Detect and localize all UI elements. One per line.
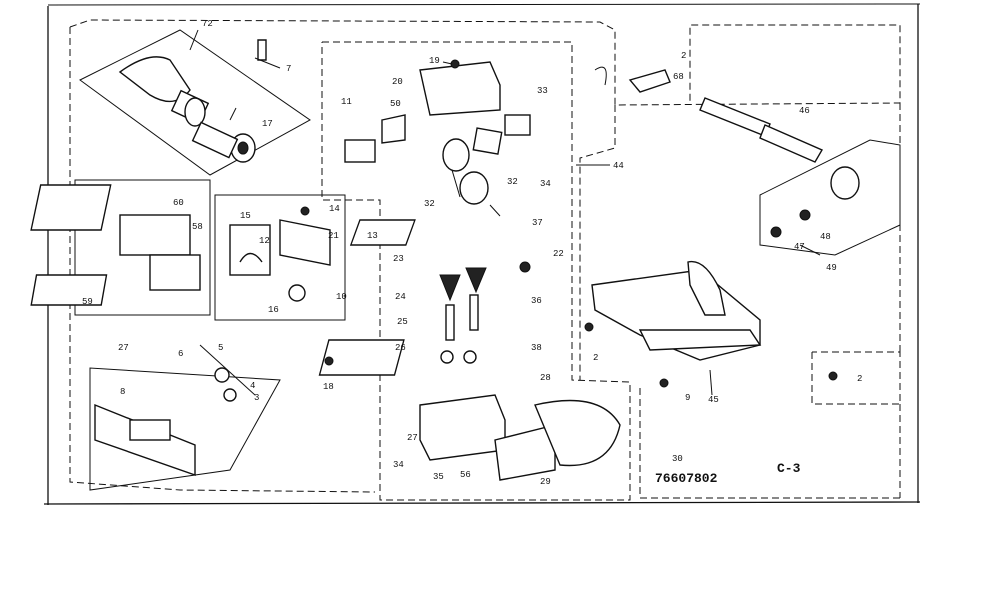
callout-2b: 2: [593, 353, 598, 363]
callout-59: 59: [82, 297, 93, 307]
callout-27: 27: [118, 343, 129, 353]
callout-60: 60: [173, 198, 184, 208]
sheet-code: C-3: [777, 461, 801, 476]
callout-17: 17: [262, 119, 273, 129]
callout-21: 21: [328, 231, 339, 241]
callout-50: 50: [390, 99, 401, 109]
callout-56: 56: [460, 470, 471, 480]
callout-8: 8: [120, 387, 125, 397]
callout-20: 20: [392, 77, 403, 87]
callout-11: 11: [341, 97, 352, 107]
callout-44: 44: [613, 161, 624, 171]
callout-24: 24: [395, 292, 406, 302]
callout-32a: 32: [424, 199, 435, 209]
outer-frame: [43, 3, 921, 505]
callout-72: 72: [202, 19, 213, 29]
callout-46: 46: [799, 106, 810, 116]
valve-stack: [318, 59, 621, 481]
callout-33: 33: [537, 86, 548, 96]
callout-5: 5: [218, 343, 223, 353]
callout-48: 48: [820, 232, 831, 242]
leader-lines: [189, 29, 821, 396]
callout-26: 26: [395, 343, 406, 353]
callout-58: 58: [192, 222, 203, 232]
assembly-60: [30, 179, 211, 316]
assembly-72: [79, 29, 311, 176]
callout-18: 18: [323, 382, 334, 392]
callout-22: 22: [553, 249, 564, 259]
bracket-assembly: [584, 66, 901, 388]
callout-10: 10: [336, 292, 347, 302]
callout-47: 47: [794, 242, 805, 252]
callout-30: 30: [672, 454, 683, 464]
callout-3: 3: [254, 393, 259, 403]
callout-25: 25: [397, 317, 408, 327]
callout-38: 38: [531, 343, 542, 353]
callout-2c: 2: [857, 374, 862, 384]
callout-2a: 2: [681, 51, 686, 61]
callout-34a: 34: [540, 179, 551, 189]
callout-49: 49: [826, 263, 837, 273]
callout-34b: 34: [393, 460, 404, 470]
callout-27b: 27: [407, 433, 418, 443]
callout-6: 6: [178, 349, 183, 359]
assembly-8: [89, 344, 281, 491]
callout-36: 36: [531, 296, 542, 306]
callout-29: 29: [540, 477, 551, 487]
part-number-code: 76607802: [655, 471, 718, 486]
callout-19: 19: [429, 56, 440, 66]
callout-13: 13: [367, 231, 378, 241]
callout-37: 37: [532, 218, 543, 228]
callout-14: 14: [329, 204, 340, 214]
callout-16: 16: [268, 305, 279, 315]
callout-15: 15: [240, 211, 251, 221]
callout-68: 68: [673, 72, 684, 82]
callout-12: 12: [259, 236, 270, 246]
callout-28: 28: [540, 373, 551, 383]
callout-9: 9: [685, 393, 690, 403]
assembly-13: [214, 194, 346, 321]
section-boundaries: [69, 19, 901, 501]
callout-7: 7: [286, 64, 291, 74]
callout-35: 35: [433, 472, 444, 482]
callout-23: 23: [393, 254, 404, 264]
callout-45: 45: [708, 395, 719, 405]
callout-32b: 32: [507, 177, 518, 187]
callout-4: 4: [250, 381, 255, 391]
callout-labels: 72 7 17 19 20 11 50 33 32 32 34 37 23 22…: [82, 19, 862, 487]
